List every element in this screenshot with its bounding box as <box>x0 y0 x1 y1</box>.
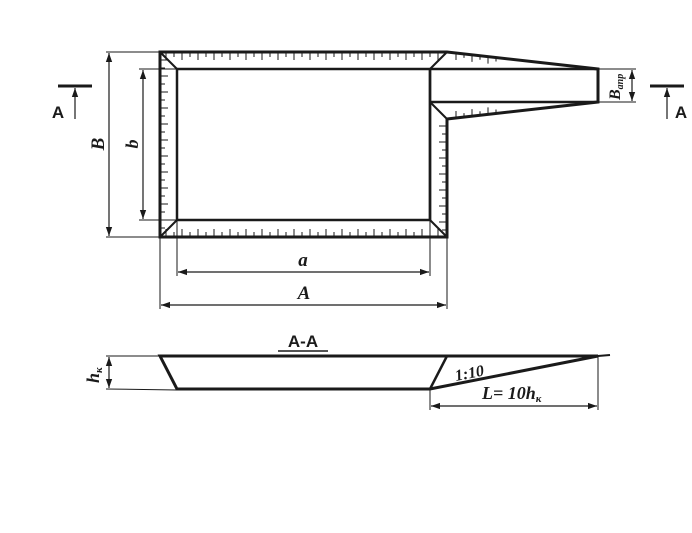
ramp-length-main: L= 10h <box>481 383 536 403</box>
dim-inner-width-label: b <box>122 140 142 149</box>
plan-view <box>158 50 600 239</box>
section-mark-right <box>650 84 684 119</box>
section-mark-left <box>58 84 92 119</box>
dim-inner-width <box>139 68 177 221</box>
dim-depth <box>105 355 178 391</box>
dim-inner-length <box>176 220 431 276</box>
dim-ramp-width <box>598 68 636 103</box>
section-title: A-A <box>288 332 318 351</box>
section-view <box>157 354 611 391</box>
slope-hatching <box>160 52 497 237</box>
pit-bottom-outline <box>175 67 432 222</box>
section-mark-right-label: A <box>675 103 687 122</box>
dim-depth-label: hк <box>83 367 105 383</box>
dim-outer-length <box>159 237 448 309</box>
dim-outer-width <box>105 51 160 238</box>
svg-text:Bапр: Bапр <box>607 74 626 101</box>
section-mark-left-label: A <box>52 103 64 122</box>
slope-label: 1:10 <box>454 363 486 385</box>
pit-outer-outline <box>158 50 600 239</box>
dim-outer-length-label: A <box>297 283 311 304</box>
svg-text:hк: hк <box>83 367 105 383</box>
dim-ramp-length-label: L= 10hк <box>481 383 542 405</box>
dim-inner-length-label: a <box>298 250 308 271</box>
dim-ramp-width-label: Bапр <box>607 74 626 101</box>
ramp-width-main: B <box>607 89 624 101</box>
depth-sub: к <box>93 367 105 373</box>
depth-main: h <box>83 373 103 383</box>
dim-ramp-length <box>429 356 599 410</box>
dim-outer-width-label: B <box>88 138 109 152</box>
ramp-length-sub: к <box>536 393 542 405</box>
ramp-width-sub: апр <box>615 74 626 90</box>
